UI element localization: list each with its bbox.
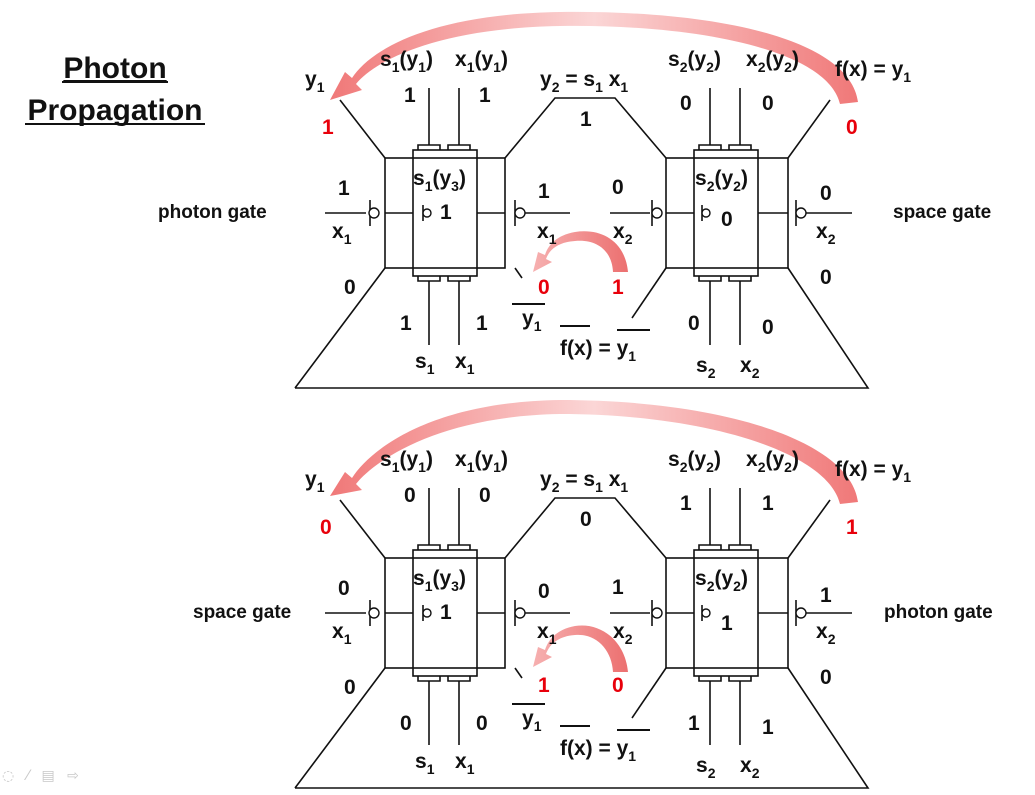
value-center-right: 1 <box>721 612 733 635</box>
title-line-1: Photon <box>63 52 166 85</box>
label-s2-y2: s2(y2) <box>668 448 721 475</box>
value-ybar: 0 <box>538 276 550 299</box>
right-gate-label: photon gate <box>884 602 993 623</box>
label-s2-y2-inner: s2(y2) <box>695 567 748 594</box>
value-y1: 1 <box>322 116 334 139</box>
inversion-loop-arrow <box>533 625 628 672</box>
title-line-2: Propagation <box>27 94 202 127</box>
value-s2: 0 <box>688 312 700 335</box>
value-right-input: 1 <box>820 584 832 607</box>
label-x1-bottom: x1 <box>455 750 475 777</box>
value-right-input: 0 <box>820 182 832 205</box>
label-x2-mid: x2 <box>613 620 633 647</box>
label-s1-y3: s1(y3) <box>413 567 466 594</box>
label-x1-left: x1 <box>332 220 352 247</box>
label-x2-mid: x2 <box>613 220 633 247</box>
diagram-title: Photon Propagation <box>25 52 205 127</box>
value-y2: 1 <box>580 108 592 131</box>
label-fx: f(x) = y1 <box>835 458 911 485</box>
value-right-bottom: 0 <box>820 266 832 289</box>
right-gate-label: space gate <box>893 202 991 223</box>
value-left-bottom: 0 <box>344 276 356 299</box>
value-s2-y2: 0 <box>680 92 692 115</box>
label-s2-bottom: s2 <box>696 354 716 381</box>
value-x1: 0 <box>476 712 488 735</box>
value-right-bottom: 0 <box>820 666 832 689</box>
label-s1-y3: s1(y3) <box>413 167 466 194</box>
label-s1-y1: s1(y1) <box>380 448 433 475</box>
value-mid-input-1: 1 <box>538 180 550 203</box>
left-gate-label: space gate <box>193 602 291 623</box>
value-mid-input-1: 0 <box>538 580 550 603</box>
value-y2: 0 <box>580 508 592 531</box>
label-x1-mid: x1 <box>537 620 557 647</box>
label-s2-y2: s2(y2) <box>668 48 721 75</box>
value-s2: 1 <box>688 712 700 735</box>
label-x1-y1: x1(y1) <box>455 448 508 475</box>
value-x2-y2: 1 <box>762 492 774 515</box>
label-x1-y1: x1(y1) <box>455 48 508 75</box>
value-left-bottom: 0 <box>344 676 356 699</box>
label-fxbar: f(x) = y1 <box>560 337 636 364</box>
value-x1-y1: 1 <box>479 84 491 107</box>
propagation-arc-arrow <box>330 11 858 104</box>
label-x1-left: x1 <box>332 620 352 647</box>
value-left-input: 1 <box>338 177 350 200</box>
slide-nav-controls[interactable]: ◌ ⁄ ▤ ⇨ <box>2 768 83 784</box>
value-fxbar: 1 <box>612 276 624 299</box>
panel-bottom: y1 s1(y1) x1(y1) y2 = s1 x1 s2(y2) x2(y2… <box>193 400 993 789</box>
label-x1-mid: x1 <box>537 220 557 247</box>
value-center-left: 1 <box>440 601 452 624</box>
value-mid-input-2: 0 <box>612 176 624 199</box>
value-fxbar: 0 <box>612 674 624 697</box>
label-ybar: y1 <box>522 707 542 734</box>
label-y2-equation: y2 = s1 x1 <box>540 68 628 95</box>
value-fx: 1 <box>846 516 858 539</box>
label-x2-y2: x2(y2) <box>746 448 799 475</box>
value-x2: 0 <box>762 316 774 339</box>
label-y1: y1 <box>305 468 325 495</box>
value-x2-y2: 0 <box>762 92 774 115</box>
label-s2-y2-inner: s2(y2) <box>695 167 748 194</box>
label-x1-bottom: x1 <box>455 350 475 377</box>
label-y1: y1 <box>305 68 325 95</box>
value-left-input: 0 <box>338 577 350 600</box>
label-s1-bottom: s1 <box>415 750 435 777</box>
value-center-right: 0 <box>721 208 733 231</box>
value-ybar: 1 <box>538 674 550 697</box>
label-x2-right: x2 <box>816 220 836 247</box>
label-fxbar: f(x) = y1 <box>560 737 636 764</box>
value-s1: 0 <box>400 712 412 735</box>
label-s2-bottom: s2 <box>696 754 716 781</box>
value-center-left: 1 <box>440 201 452 224</box>
value-x2: 1 <box>762 716 774 739</box>
value-s1-y1: 0 <box>404 484 416 507</box>
label-x2-bottom: x2 <box>740 354 760 381</box>
label-x2-y2: x2(y2) <box>746 48 799 75</box>
inversion-loop-arrow <box>533 231 628 272</box>
left-gate-label: photon gate <box>158 202 267 223</box>
label-x2-right: x2 <box>816 620 836 647</box>
value-s1: 1 <box>400 312 412 335</box>
value-s2-y2: 1 <box>680 492 692 515</box>
value-s1-y1: 1 <box>404 84 416 107</box>
label-x2-bottom: x2 <box>740 754 760 781</box>
value-fx: 0 <box>846 116 858 139</box>
label-ybar: y1 <box>522 307 542 334</box>
label-y2-equation: y2 = s1 x1 <box>540 468 628 495</box>
value-x1: 1 <box>476 312 488 335</box>
value-x1-y1: 0 <box>479 484 491 507</box>
panel-top: y1 s1(y1) x1(y1) y2 = s1 x1 s2(y2) x2(y2… <box>158 11 991 389</box>
propagation-arc-arrow <box>330 400 858 504</box>
value-y1: 0 <box>320 516 332 539</box>
label-s1-y1: s1(y1) <box>380 48 433 75</box>
label-s1-bottom: s1 <box>415 350 435 377</box>
value-mid-input-2: 1 <box>612 576 624 599</box>
label-fx: f(x) = y1 <box>835 58 911 85</box>
